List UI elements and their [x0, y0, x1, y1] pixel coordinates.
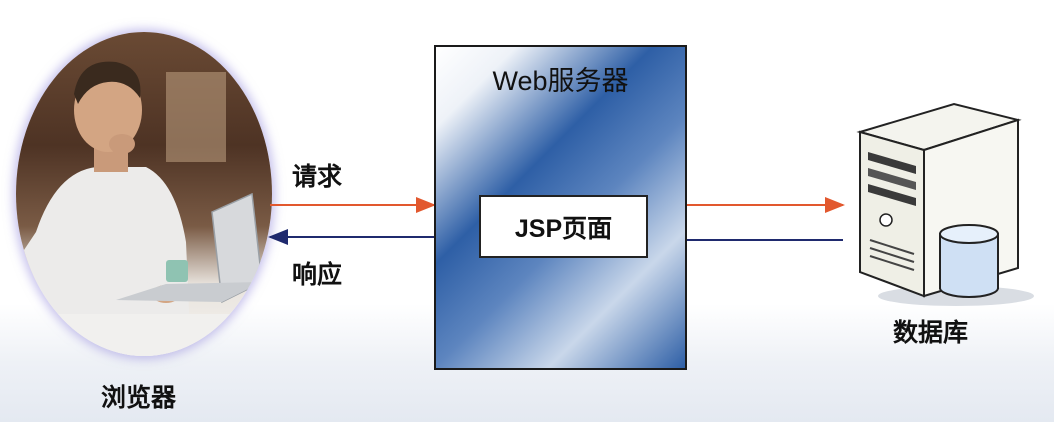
- request-label: 请求: [292, 163, 343, 191]
- browser-user-photo: [16, 32, 272, 356]
- person-at-laptop-illustration: [16, 61, 272, 356]
- database-label: 数据库: [893, 319, 969, 347]
- web-server-title: Web服务器: [492, 66, 629, 96]
- jsp-page-label: JSP页面: [514, 214, 613, 243]
- database-server-icon: [856, 102, 1034, 306]
- jsp-page-box: JSP页面: [479, 195, 648, 258]
- response-label: 响应: [292, 261, 343, 289]
- browser-label: 浏览器: [101, 384, 177, 412]
